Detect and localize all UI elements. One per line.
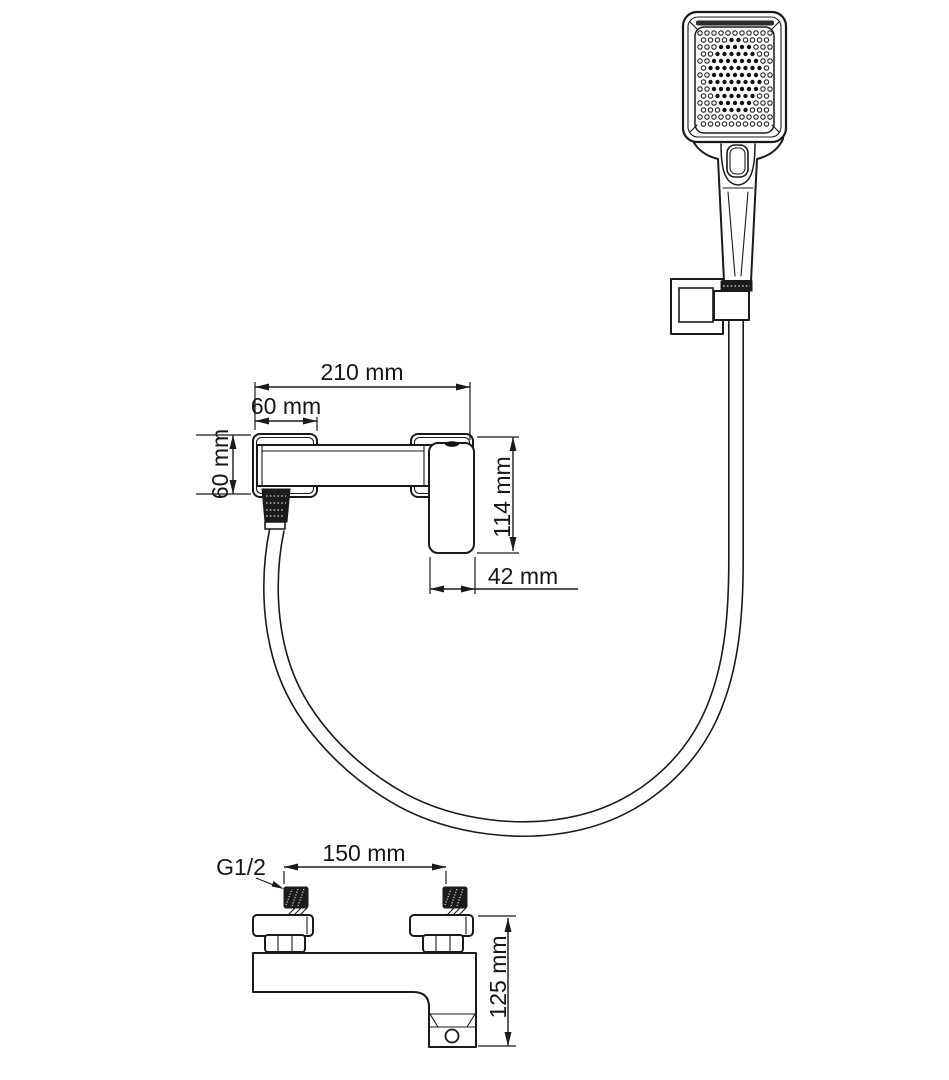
shower-hose (263, 316, 744, 837)
bracket-clamp (713, 290, 750, 321)
handle-pivot-mark (445, 441, 459, 447)
dim-inlet-spacing: 150 mm (283, 840, 447, 884)
dim-overall-depth: 125 mm (478, 915, 516, 1047)
right-flange-profile (409, 914, 474, 937)
spray-nozzles (697, 30, 773, 127)
bracket-plate-inner (678, 287, 714, 323)
dim-label-spout-width: 42 mm (488, 563, 558, 589)
hose-connection-nut (261, 488, 291, 523)
mixer-bottom-view (252, 886, 477, 1048)
dim-label-inlet-spacing: 150 mm (322, 840, 405, 866)
dim-label-flange-width: 60 mm (251, 393, 321, 419)
shower-handle (691, 127, 784, 282)
dim-flange-height: 60 mm (196, 429, 251, 499)
spray-face (694, 26, 775, 134)
head-rim-shadow (696, 20, 774, 26)
left-hex-nut (264, 934, 306, 953)
right-inlet-thread (442, 886, 468, 909)
dim-label-flange-height: 60 mm (207, 429, 233, 499)
dim-label-thread-size: G1/2 (216, 854, 266, 880)
mixer-front-view (252, 433, 475, 554)
dimension-annotations-bottom: 150 mm G1/2 125 mm (216, 840, 516, 1047)
left-inlet-thread (283, 886, 309, 909)
dim-thread-size: G1/2 (216, 854, 284, 889)
dimension-annotations-front: 210 mm 60 mm 60 mm 114 mm (196, 359, 578, 594)
spray-mode-button (726, 144, 749, 178)
mixer-body-bar (256, 444, 441, 487)
button-recess (720, 143, 756, 186)
dim-flange-width: 60 mm (251, 393, 321, 431)
dim-label-total-width: 210 mm (320, 359, 403, 385)
handle-knurl-ring (720, 280, 753, 292)
dim-label-overall-depth: 125 mm (485, 935, 511, 1018)
dim-spout-width: 42 mm (429, 557, 578, 594)
handheld-shower (681, 10, 788, 292)
dim-total-width: 210 mm (254, 359, 471, 440)
dim-label-body-height: 114 mm (489, 456, 515, 537)
dim-body-height: 114 mm (477, 436, 519, 554)
mixer-lever-handle (428, 442, 475, 554)
spout-outlet-hole (444, 1028, 460, 1044)
mixer-body-profile (252, 952, 477, 1048)
right-hex-nut (422, 934, 464, 953)
left-flange-profile (252, 914, 314, 937)
wall-bracket (670, 278, 750, 335)
